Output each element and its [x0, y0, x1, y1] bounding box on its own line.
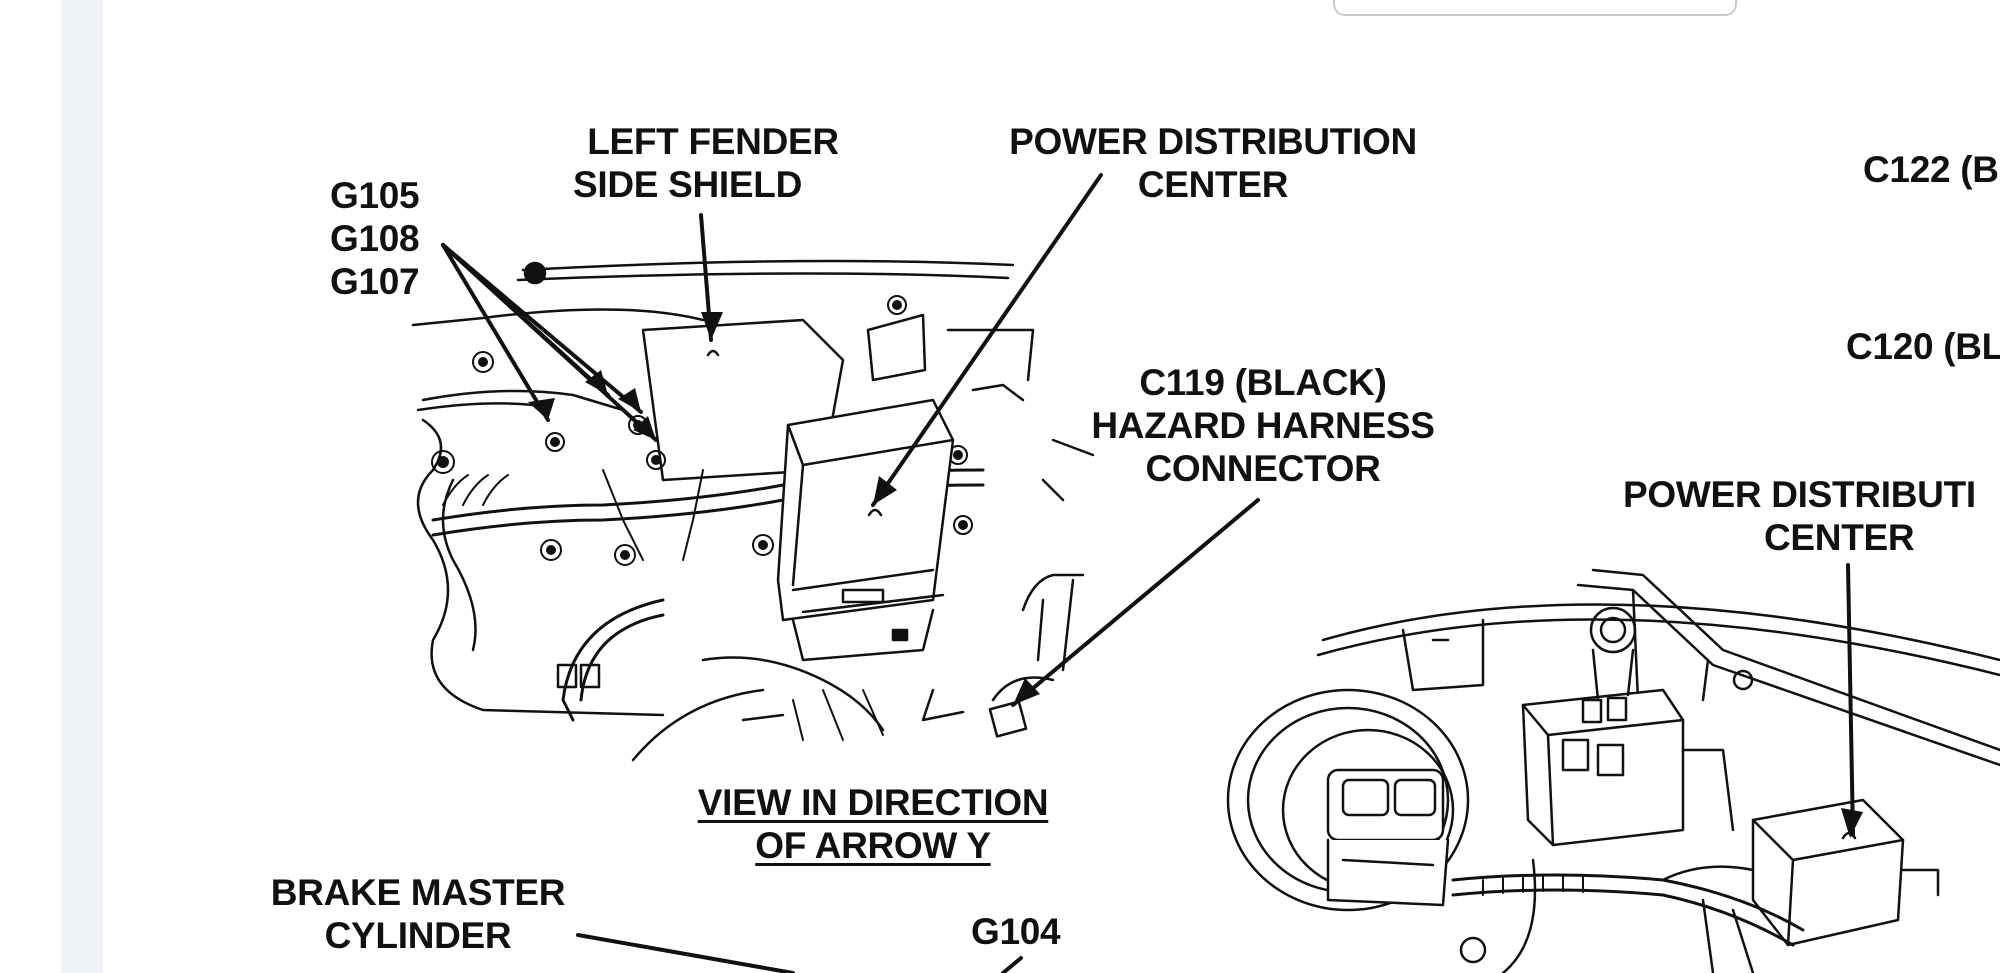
engine-bay-drawing [411, 173, 2000, 973]
left-sidebar-bar [61, 0, 103, 973]
label-c122: C122 (B [1863, 149, 1999, 190]
page-margin [0, 0, 61, 973]
label-g104: G104 [971, 911, 1061, 952]
label-pdc-right-line2: CENTER [1764, 517, 1915, 558]
label-brake-master-line2: CYLINDER [324, 915, 512, 956]
label-pdc-right-line1: POWER DISTRIBUTI [1623, 474, 1976, 515]
label-pdc-line2: CENTER [1137, 164, 1289, 205]
label-c119-line3: CONNECTOR [1145, 448, 1381, 489]
label-g107: G107 [330, 261, 420, 302]
top-search-box[interactable] [1333, 0, 1737, 16]
label-g105: G105 [330, 175, 420, 216]
label-c120: C120 (BL [1846, 326, 2000, 367]
wiring-diagram: G105 G108 G107 LEFT FENDER SIDE SHIELD P… [103, 0, 2000, 973]
label-pdc-line1: POWER DISTRIBUTION [1009, 121, 1417, 162]
label-g108: G108 [330, 218, 420, 259]
label-c119-line2: HAZARD HARNESS [1091, 405, 1435, 446]
label-c119-line1: C119 (BLACK) [1139, 362, 1387, 403]
label-view-direction-line2: OF ARROW Y [755, 825, 991, 866]
label-view-direction-line1: VIEW IN DIRECTION [697, 782, 1049, 823]
label-left-fender-line1: LEFT FENDER [587, 121, 839, 162]
label-brake-master-line1: BRAKE MASTER [270, 872, 566, 913]
label-left-fender-line2: SIDE SHIELD [573, 164, 803, 205]
